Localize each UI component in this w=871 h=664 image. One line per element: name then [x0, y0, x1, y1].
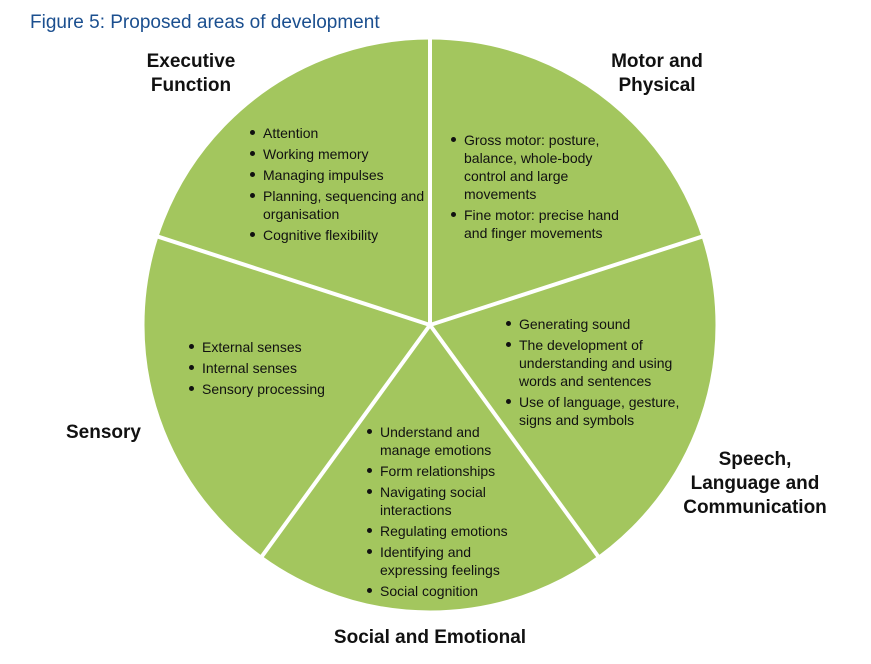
list-item: Regulating emotions — [364, 522, 524, 540]
list-item: Navigating social interactions — [364, 483, 524, 519]
sensory-label-line-1: Sensory — [66, 422, 141, 443]
speech-language-label-line-3: Communication — [683, 497, 827, 518]
list-item: Working memory — [247, 145, 427, 163]
list-item: Gross motor: posture, balance, whole-bod… — [448, 131, 628, 203]
divider-bottom-right — [428, 323, 601, 559]
divider-right — [429, 234, 704, 327]
speech-language-list: Generating sound The development of unde… — [503, 315, 698, 432]
motor-physical-label: Motor and Physical — [597, 50, 717, 98]
list-item: Understand and manage emotions — [364, 423, 524, 459]
divider-bottom-left — [259, 323, 432, 559]
divider-left — [156, 234, 431, 327]
social-emotional-list: Understand and manage emotions Form rela… — [364, 423, 524, 603]
list-item: Sensory processing — [186, 380, 356, 398]
list-item: Identifying and expressing feelings — [364, 543, 524, 579]
list-item: Use of language, gesture, signs and symb… — [503, 393, 698, 429]
list-item: Planning, sequencing and organisation — [247, 187, 427, 223]
list-item: Fine motor: precise hand and finger move… — [448, 206, 628, 242]
list-item: Generating sound — [503, 315, 698, 333]
list-item: Social cognition — [364, 582, 524, 600]
motor-physical-label-line-2: Physical — [618, 75, 696, 96]
sensory-list: External senses Internal senses Sensory … — [186, 338, 356, 401]
speech-language-label-line-1: Speech, — [718, 449, 792, 470]
executive-function-label-line-2: Function — [150, 75, 232, 96]
list-item: Form relationships — [364, 462, 524, 480]
motor-physical-label-line-1: Motor and — [611, 51, 703, 72]
list-item: External senses — [186, 338, 356, 356]
figure-title: Figure 5: Proposed areas of development — [30, 12, 380, 33]
motor-physical-list: Gross motor: posture, balance, whole-bod… — [448, 131, 628, 245]
list-item: The development of understanding and usi… — [503, 336, 698, 390]
list-item: Attention — [247, 124, 427, 142]
executive-function-label: Executive Function — [140, 50, 242, 98]
social-emotional-label: Social and Emotional — [320, 626, 540, 650]
wheel-dividers — [156, 38, 704, 559]
social-emotional-label-line-1: Social and Emotional — [333, 627, 527, 648]
executive-function-label-line-1: Executive — [146, 51, 236, 72]
list-item: Cognitive flexibility — [247, 226, 427, 244]
list-item: Managing impulses — [247, 166, 427, 184]
sensory-label: Sensory — [66, 421, 156, 445]
list-item: Internal senses — [186, 359, 356, 377]
speech-language-label: Speech, Language and Communication — [675, 448, 835, 520]
speech-language-label-line-2: Language and — [690, 473, 820, 494]
executive-function-list: Attention Working memory Managing impuls… — [247, 124, 427, 247]
